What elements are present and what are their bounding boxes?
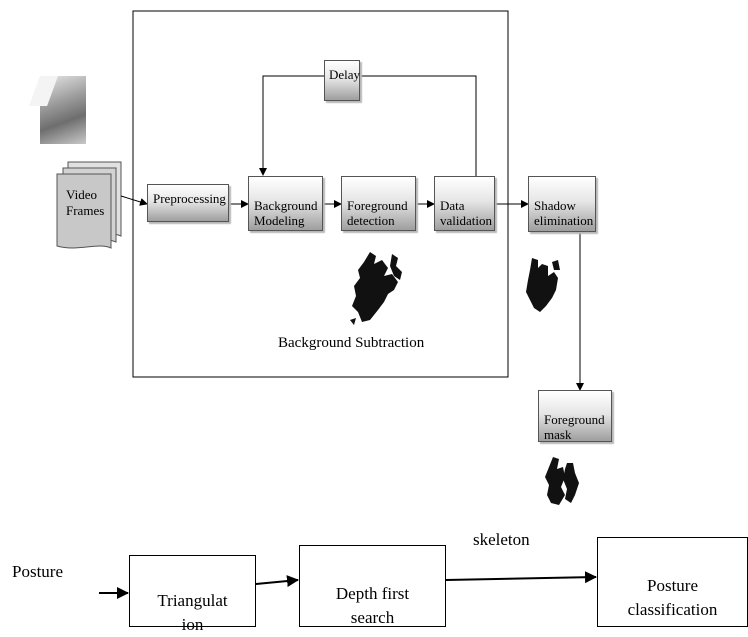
foreground-mask-silhouette-image — [545, 457, 579, 505]
foreground-detection-label: Foreground detection — [347, 198, 408, 228]
depth-first-search-box: Depth first search — [299, 545, 446, 627]
video-frame-thumbnail — [40, 76, 86, 144]
triangulation-label: Triangulat ion — [157, 591, 228, 634]
background-subtraction-frame — [132, 10, 509, 378]
skeleton-label: skeleton — [473, 530, 530, 549]
video-frames-label: Video Frames — [66, 187, 105, 218]
preprocessing-label: Preprocessing — [153, 191, 226, 206]
delay-box: Delay — [324, 60, 360, 101]
background-subtraction-caption: Background Subtraction — [278, 335, 425, 351]
triangulation-box: Triangulat ion — [129, 555, 256, 634]
preprocessing-box: Preprocessing — [147, 184, 229, 222]
data-validation-label: Data validation — [440, 198, 492, 228]
background-modeling-label: Background Modeling — [254, 198, 318, 228]
foreground-silhouette-image — [350, 252, 402, 325]
data-validation-box: Data validation — [434, 176, 495, 231]
shadow-free-silhouette-image — [526, 258, 560, 312]
posture-label: Posture — [12, 562, 63, 581]
background-modeling-box: Background Modeling — [248, 176, 323, 231]
shadow-elimination-box: Shadow elimination — [528, 176, 596, 232]
delay-label: Delay — [329, 67, 361, 82]
shadow-elimination-label: Shadow elimination — [534, 198, 594, 228]
diagram-connectors — [56, 10, 597, 599]
video-frames-stack — [56, 161, 122, 249]
foreground-mask-box: Foreground mask — [538, 390, 612, 442]
posture-classification-label: Posture classification — [627, 576, 718, 619]
foreground-detection-box: Foreground detection — [341, 176, 416, 231]
foreground-mask-label: Foreground mask — [544, 412, 605, 442]
posture-classification-box: Posture classification — [597, 537, 748, 627]
